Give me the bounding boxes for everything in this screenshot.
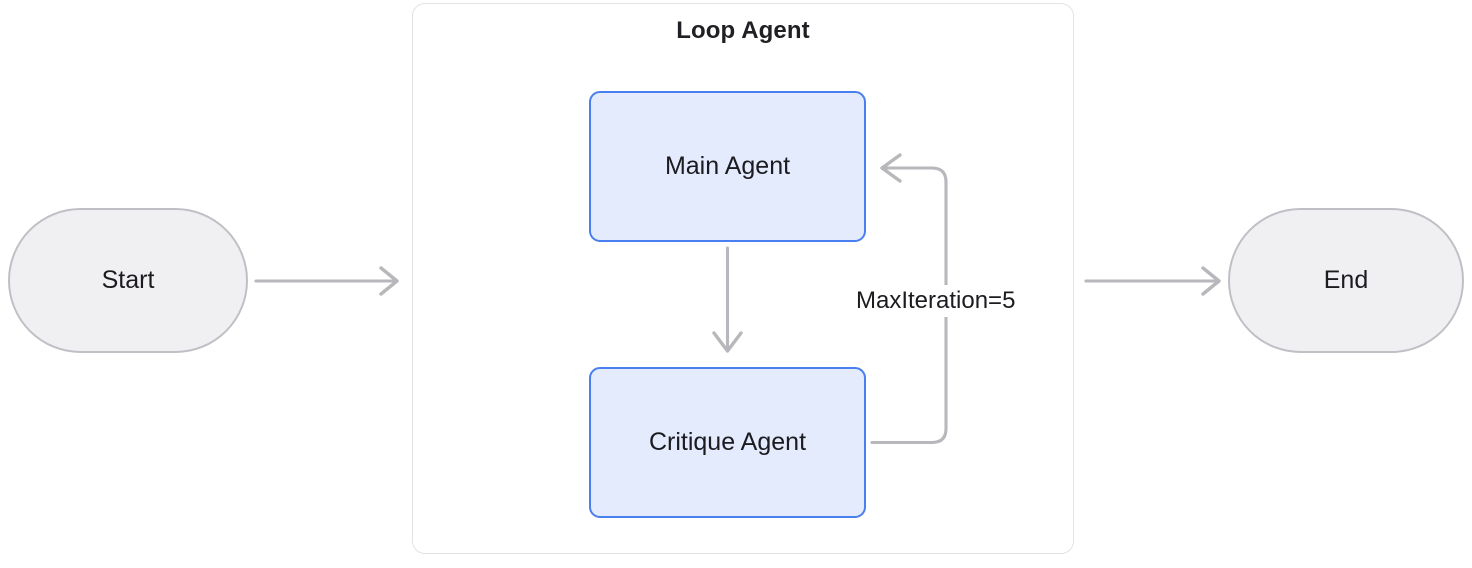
node-start[interactable]: Start xyxy=(8,208,248,353)
edge-start-to-loop-agent xyxy=(254,266,399,296)
node-start-label: Start xyxy=(101,266,155,294)
node-end-label: End xyxy=(1323,266,1369,294)
node-critique-agent[interactable]: Critique Agent xyxy=(589,367,866,518)
node-critique-agent-label: Critique Agent xyxy=(648,428,807,456)
edge-loop-agent-to-end xyxy=(1084,266,1221,296)
loop-agent-group-title: Loop Agent xyxy=(676,17,810,44)
node-main-agent-label: Main Agent xyxy=(664,152,791,180)
node-end[interactable]: End xyxy=(1228,208,1464,353)
edge-label-max-iteration: MaxIteration=5 xyxy=(851,285,1021,317)
node-main-agent[interactable]: Main Agent xyxy=(589,91,866,242)
